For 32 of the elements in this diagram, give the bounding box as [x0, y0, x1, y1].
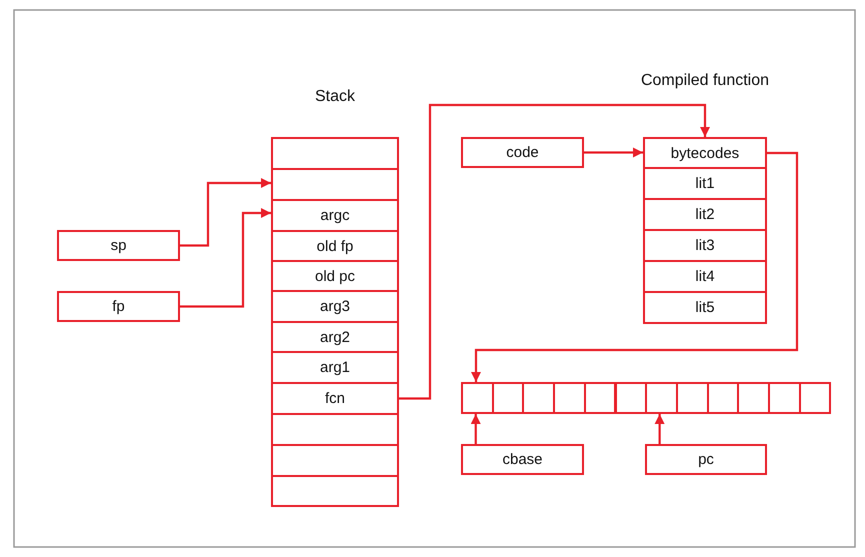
empty-cell: [271, 444, 399, 477]
memory-cell: cbase: [461, 444, 584, 475]
memory-cell: lit1: [643, 167, 767, 200]
memory-cell: old pc: [271, 260, 399, 292]
empty-cell: [271, 475, 399, 507]
arrow: [584, 148, 643, 158]
memory-cell: fp: [57, 291, 180, 322]
memory-cell: arg1: [271, 351, 399, 384]
memory-cell: sp: [57, 230, 180, 261]
memory-cell: lit4: [643, 260, 767, 293]
empty-cell: [271, 413, 399, 446]
empty-cell: [271, 168, 399, 201]
arrow: [470, 414, 481, 444]
empty-cell: [271, 137, 399, 170]
memory-cell: code: [461, 137, 584, 168]
memory-cell: lit3: [643, 229, 767, 262]
memory-cell: old fp: [271, 230, 399, 262]
memory-cell: argc: [271, 199, 399, 232]
column-heading: Compiled function: [640, 72, 770, 90]
arrow: [471, 152, 798, 382]
memory-cell: pc: [645, 444, 767, 475]
arrow: [654, 414, 665, 444]
memory-cell: arg3: [271, 290, 399, 323]
memory-cell: lit2: [643, 198, 767, 231]
arrow: [180, 178, 271, 247]
memory-cell: fcn: [271, 382, 399, 415]
arrow: [180, 208, 271, 308]
memory-cell: bytecodes: [643, 137, 767, 169]
memory-cell: arg2: [271, 321, 399, 353]
arrow: [399, 104, 710, 400]
column-heading: Stack: [314, 88, 356, 106]
memory-cell: lit5: [643, 291, 767, 324]
